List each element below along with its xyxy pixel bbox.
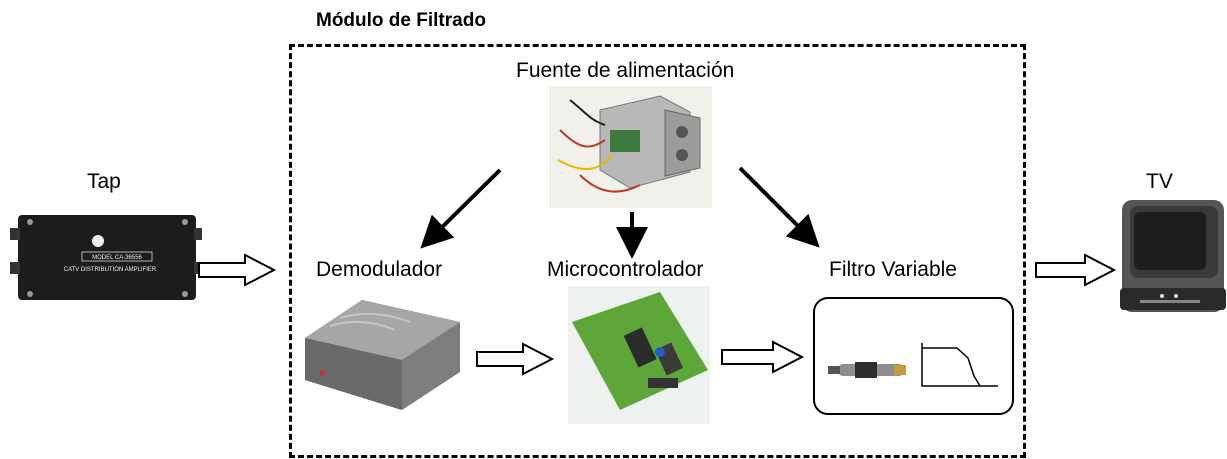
tap-device-image: MODEL CA-36556 CATV DISTRIBUTION AMPLIFI…	[10, 215, 202, 300]
arrow-demodulator-to-microcontroller	[476, 342, 555, 376]
microcontroller-image	[568, 286, 710, 424]
arrow-module-to-tv	[1035, 253, 1117, 287]
power-supply-image	[549, 86, 712, 208]
arrow-tap-to-module	[198, 253, 277, 287]
variable-filter-image	[813, 297, 1014, 415]
demodulator-label: Demodulador	[316, 258, 443, 281]
tv-label: TV	[1146, 170, 1173, 193]
arrow-microcontroller-to-filter	[721, 340, 805, 374]
tap-label: Tap	[87, 170, 121, 193]
demodulator-image	[305, 300, 460, 410]
variable-filter-label: Filtro Variable	[829, 258, 957, 281]
filtering-module-boundary	[289, 44, 1026, 458]
arrow-power-to-demodulator	[420, 168, 502, 249]
tv-image	[1120, 200, 1226, 312]
module-title: Módulo de Filtrado	[316, 10, 486, 31]
tap-model-text: MODEL CA-36556	[92, 255, 142, 261]
tap-desc-text: CATV DISTRIBUTION AMPLIFIER	[64, 267, 157, 273]
arrow-power-to-filter	[738, 166, 820, 248]
power-supply-label: Fuente de alimentación	[516, 59, 735, 82]
microcontroller-label: Microcontrolador	[547, 258, 704, 281]
